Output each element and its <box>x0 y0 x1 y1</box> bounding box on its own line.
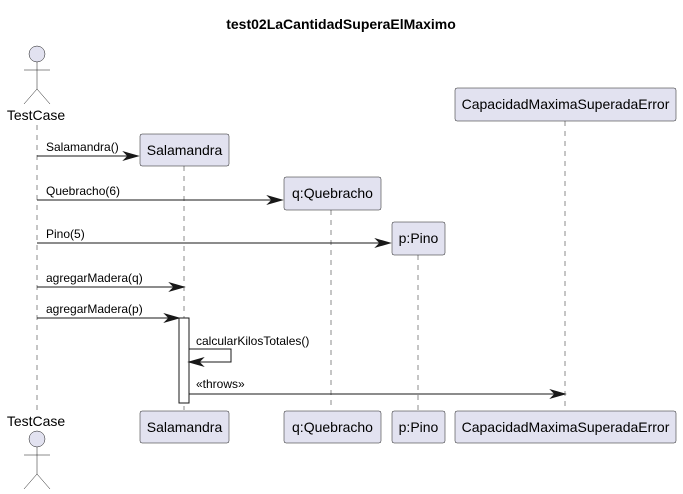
arrow-head-icon <box>122 150 140 162</box>
participant-quebracho-top: q:Quebracho <box>283 176 382 211</box>
svg-text:calcularKilosTotales(): calcularKilosTotales() <box>196 334 309 348</box>
participant-error-bottom: CapacidadMaximaSuperadaError <box>454 410 677 444</box>
message-agregar-madera-p: agregarMadera(p) <box>37 302 181 324</box>
svg-text:q:Quebracho: q:Quebracho <box>292 185 373 201</box>
svg-text:p:Pino: p:Pino <box>399 419 439 435</box>
participant-pino-bottom: p:Pino <box>391 410 446 444</box>
svg-text:«throws»: «throws» <box>196 377 245 391</box>
actor-bottom: TestCase <box>7 413 66 490</box>
participant-salamandra-bottom: Salamandra <box>139 410 230 444</box>
svg-text:agregarMadera(q): agregarMadera(q) <box>46 271 143 285</box>
message-salamandra-create: Salamandra() <box>37 140 140 162</box>
svg-text:Salamandra: Salamandra <box>147 142 223 158</box>
svg-text:q:Quebracho: q:Quebracho <box>292 419 373 435</box>
message-quebracho-create: Quebracho(6) <box>37 184 284 206</box>
message-calcular-kilos-totales: calcularKilosTotales() <box>187 334 309 368</box>
svg-text:p:Pino: p:Pino <box>399 230 439 246</box>
message-pino-create: Pino(5) <box>37 227 392 249</box>
participant-quebracho-bottom: q:Quebracho <box>283 410 382 444</box>
actor-figure-icon <box>23 430 51 490</box>
svg-text:Pino(5): Pino(5) <box>46 227 85 241</box>
arrow-head-icon <box>168 281 186 293</box>
actor-bottom-label: TestCase <box>7 413 66 429</box>
svg-text:CapacidadMaximaSuperadaError: CapacidadMaximaSuperadaError <box>462 96 670 112</box>
actor-figure-icon <box>23 45 51 105</box>
svg-text:CapacidadMaximaSuperadaError: CapacidadMaximaSuperadaError <box>462 419 670 435</box>
arrow-head-icon <box>266 194 284 206</box>
arrow-head-icon <box>187 356 205 368</box>
svg-text:Salamandra: Salamandra <box>147 419 223 435</box>
participant-error-top: CapacidadMaximaSuperadaError <box>454 87 677 122</box>
participant-pino-top: p:Pino <box>391 221 446 256</box>
svg-text:Quebracho(6): Quebracho(6) <box>46 184 120 198</box>
actor-top-label: TestCase <box>7 107 66 123</box>
participant-salamandra-top: Salamandra <box>139 133 230 167</box>
arrow-head-icon <box>549 388 567 400</box>
message-throws: «throws» <box>189 377 567 400</box>
svg-text:agregarMadera(p): agregarMadera(p) <box>46 302 143 316</box>
activation-salamandra <box>178 317 190 404</box>
svg-text:Salamandra(): Salamandra() <box>46 140 119 154</box>
arrow-head-icon <box>374 237 392 249</box>
actor-top: TestCase <box>7 45 66 123</box>
diagram-title: test02LaCantidadSuperaElMaximo <box>226 16 456 32</box>
arrow-head-icon <box>163 312 181 324</box>
message-agregar-madera-q: agregarMadera(q) <box>37 271 186 293</box>
